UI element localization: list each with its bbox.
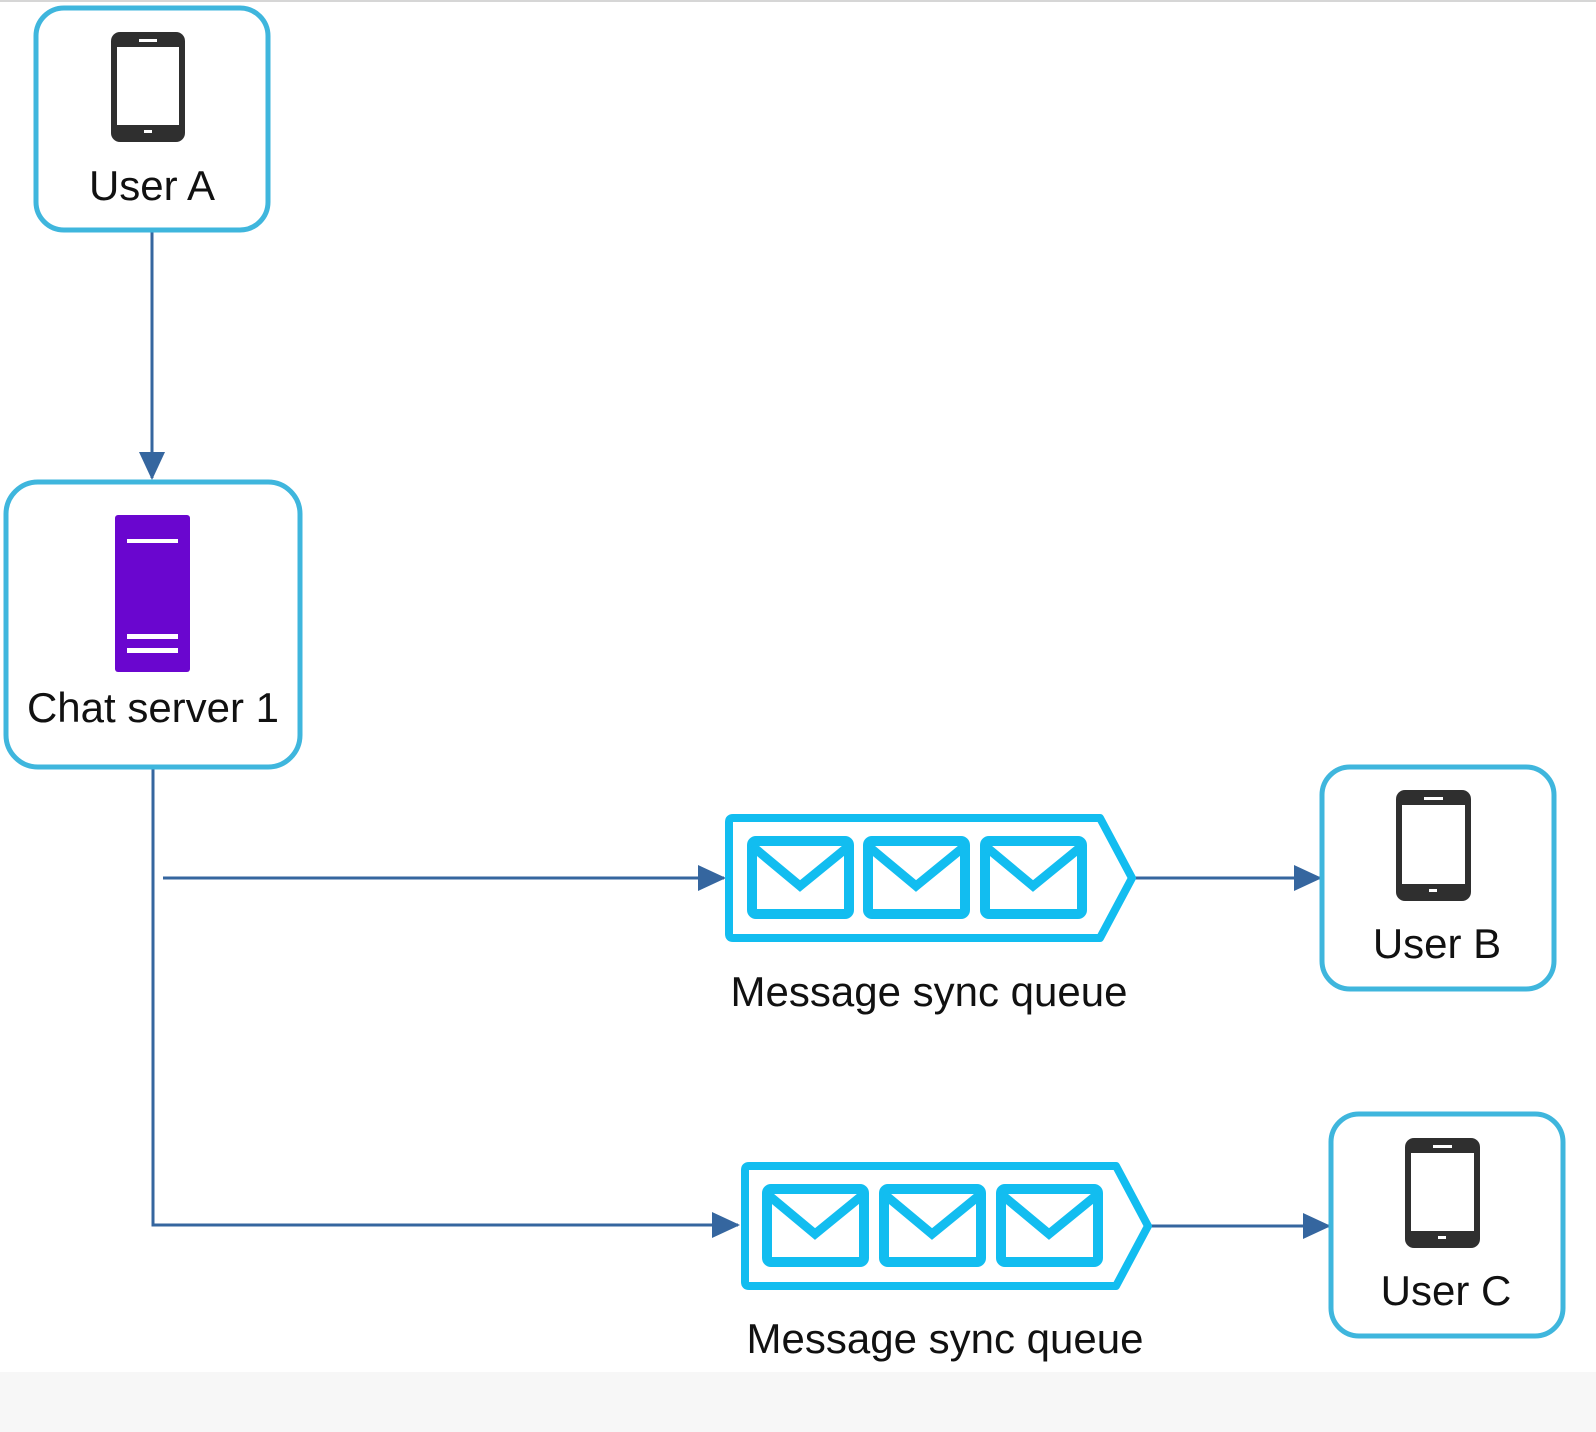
node-user-b[interactable]: User B — [1319, 764, 1557, 992]
queue-1[interactable]: Message sync queue — [725, 814, 1136, 1015]
envelope-icon — [762, 1184, 869, 1267]
envelope-icon — [996, 1184, 1103, 1267]
queue-1-label: Message sync queue — [731, 968, 1128, 1015]
node-user-a[interactable]: User A — [33, 5, 271, 233]
user-c-label: User C — [1381, 1267, 1512, 1314]
top-divider — [0, 0, 1596, 2]
mobile-phone-icon — [1405, 1138, 1480, 1248]
message-queue-icon — [741, 1162, 1152, 1290]
mobile-phone-icon — [111, 32, 185, 142]
queue-2[interactable]: Message sync queue — [741, 1162, 1152, 1362]
bottom-band — [0, 1372, 1596, 1432]
connector-chat-server-trunk — [151, 768, 740, 1238]
node-user-c[interactable]: User C — [1328, 1111, 1566, 1339]
connectors — [139, 232, 1331, 1239]
envelope-icon — [747, 836, 854, 919]
chat-server-label: Chat server 1 — [27, 684, 279, 731]
mobile-phone-icon — [1396, 790, 1471, 901]
envelope-icon — [879, 1184, 986, 1267]
envelope-icon — [980, 836, 1087, 919]
user-a-label: User A — [89, 162, 215, 209]
server-icon — [115, 515, 190, 672]
envelope-icon — [863, 836, 970, 919]
message-queue-icon — [725, 814, 1136, 942]
node-chat-server[interactable]: Chat server 1 — [3, 479, 303, 770]
user-b-label: User B — [1373, 920, 1501, 967]
queue-2-label: Message sync queue — [747, 1315, 1144, 1362]
